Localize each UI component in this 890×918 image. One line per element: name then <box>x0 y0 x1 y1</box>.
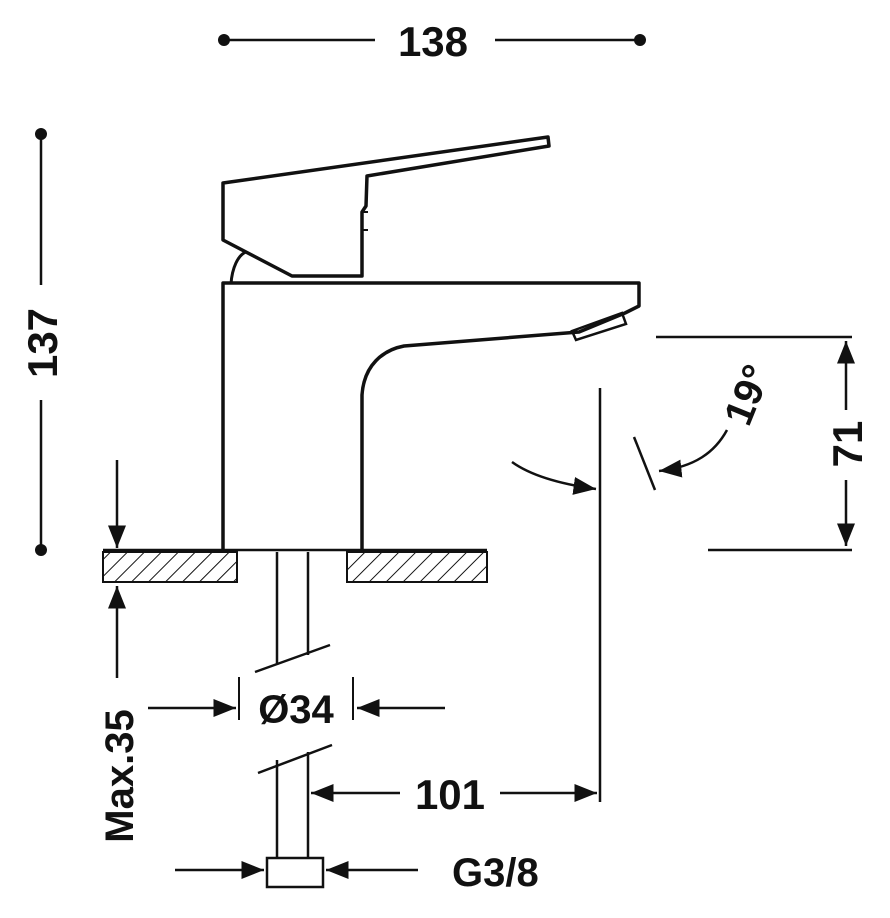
angle-label: 19° <box>716 359 779 432</box>
faucet-body <box>221 281 641 550</box>
height-dim-label: 137 <box>19 308 66 378</box>
lever-handle <box>221 135 551 278</box>
height-dimension: 137 <box>19 128 66 556</box>
diameter-dimension: Ø34 <box>148 677 445 732</box>
angle-dimension: 19° <box>511 359 780 495</box>
thread-dimension: G3/8 <box>175 851 539 895</box>
height-dim-endpoint-bottom <box>35 544 47 556</box>
width-dim-endpoint-right <box>634 34 646 46</box>
countertop <box>102 548 488 583</box>
angle-reference-line <box>632 436 657 491</box>
pipe-break-line-lower <box>257 743 333 775</box>
diameter-label: Ø34 <box>258 688 334 732</box>
reach-label: 101 <box>415 771 485 818</box>
width-dimension: 138 <box>218 18 646 65</box>
pipe-break-line-upper <box>254 643 331 674</box>
supply-pipe <box>254 552 333 889</box>
deck-thickness-label: Max.35 <box>98 709 142 842</box>
width-dim-label: 138 <box>398 18 468 65</box>
spout-height-label: 71 <box>824 421 871 468</box>
aerator <box>570 311 628 342</box>
thread-label: G3/8 <box>452 851 539 895</box>
deck-thickness-dimension: Max.35 <box>98 460 142 843</box>
connector-nut <box>265 856 325 889</box>
handle-base-curve <box>229 250 247 285</box>
countertop-right-section <box>346 551 488 583</box>
spout-height-dimension: 71 <box>656 335 871 552</box>
faucet <box>221 135 641 550</box>
countertop-left-section <box>102 551 238 583</box>
reach-dimension: 101 <box>311 388 602 818</box>
